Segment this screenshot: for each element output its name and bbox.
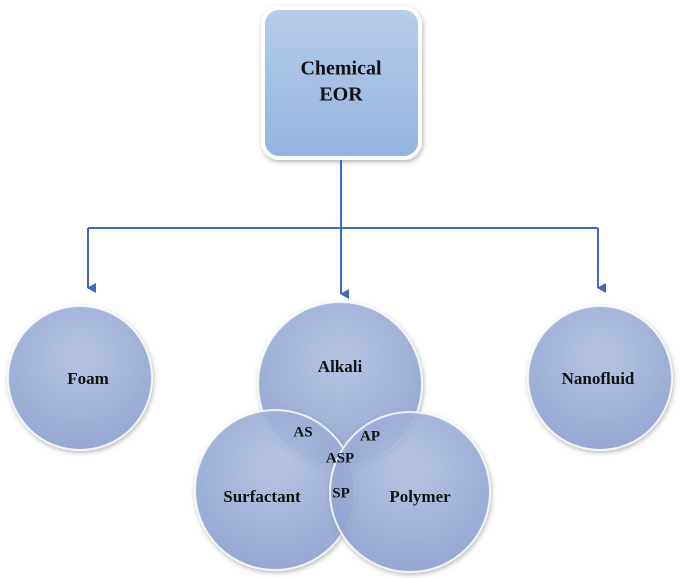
asp-overlap-label: ASP	[326, 450, 354, 466]
root-label-line1: Chemical	[300, 58, 382, 80]
sp-overlap-label: SP	[332, 485, 350, 501]
nanofluid-circle	[527, 305, 673, 451]
polymer-label: Polymer	[389, 487, 451, 506]
root-label-line2: EOR	[319, 84, 363, 106]
alkali-label: Alkali	[318, 357, 363, 376]
connectors	[87, 157, 606, 299]
foam-label: Foam	[67, 369, 109, 388]
surfactant-label: Surfactant	[223, 487, 301, 506]
as-overlap-label: AS	[293, 424, 312, 440]
chemical-eor-node: Chemical EOR	[261, 6, 422, 160]
ap-overlap-label: AP	[360, 428, 380, 444]
nanofluid-label: Nanofluid	[562, 369, 635, 388]
polymer-circle	[329, 411, 491, 573]
foam-circle	[7, 305, 153, 451]
